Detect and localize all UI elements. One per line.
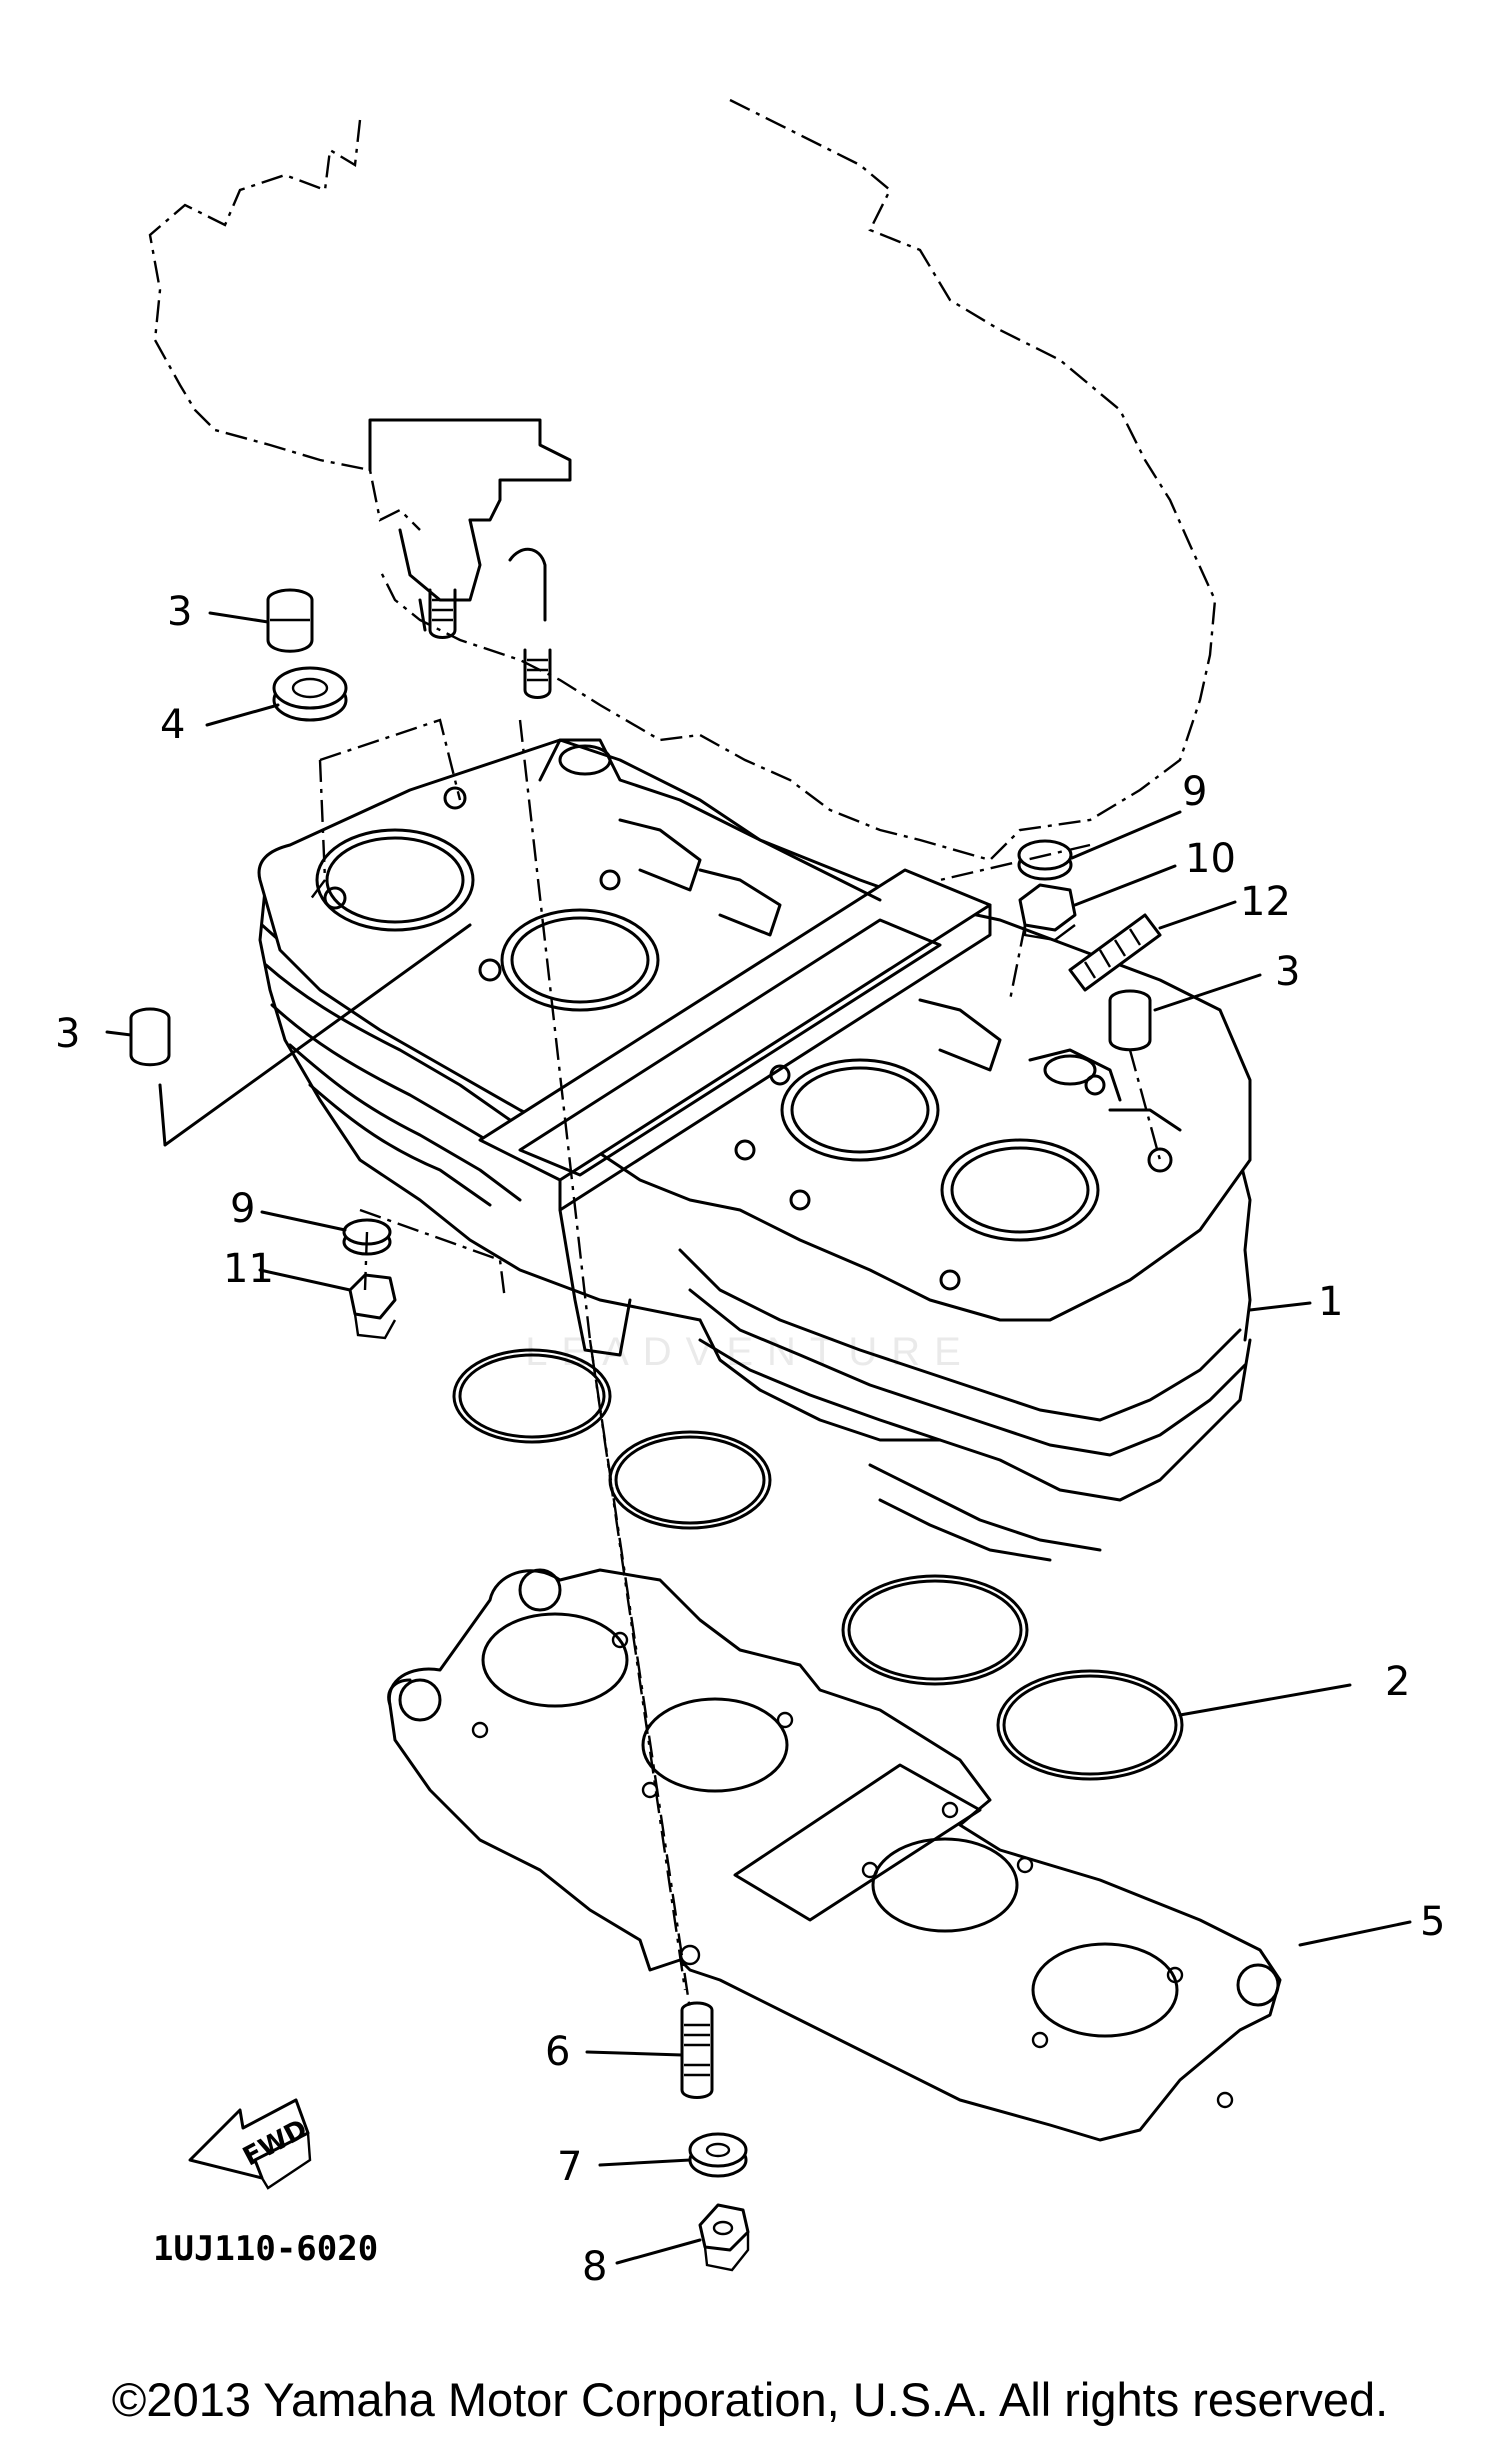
stud-part-6 [680, 2001, 714, 2099]
callout-11: 11 [223, 1246, 274, 1292]
base-gasket-part-5 [387, 1568, 1282, 2142]
callout-1: 1 [1318, 1279, 1343, 1325]
nut-part-11 [348, 1273, 397, 1340]
washer-part-4 [272, 666, 348, 722]
crankcase-outline [148, 98, 1217, 862]
callout-3-upper: 3 [167, 589, 192, 635]
copyright-notice: ©2013 Yamaha Motor Corporation, U.S.A. A… [111, 2373, 1389, 2426]
callout-3-right: 3 [1275, 949, 1300, 995]
callout-9-right: 9 [1182, 769, 1207, 815]
callout-6: 6 [545, 2029, 570, 2075]
callout-3-left: 3 [55, 1011, 80, 1057]
callout-9-left: 9 [230, 1186, 255, 1232]
upper-studs [428, 588, 552, 699]
callout-12: 12 [1240, 879, 1291, 925]
dowel-pin-part-3-upper [266, 588, 314, 653]
dowel-pin-part-3-left [129, 1007, 171, 1067]
cylinder-block-part-1 [257, 738, 1252, 1562]
o-rings-part-2 [452, 1348, 1184, 1781]
nut-part-8 [698, 2203, 750, 2272]
figure-code: 1UJ110-6020 [153, 2229, 378, 2269]
leader-lines [105, 611, 1412, 2265]
callout-2: 2 [1385, 1659, 1410, 1705]
forward-arrow-icon: FWD [188, 2098, 312, 2190]
callout-10: 10 [1185, 836, 1236, 882]
callout-5: 5 [1420, 1899, 1445, 1945]
assembly-lines [309, 718, 1162, 2011]
stud-part-12 [1068, 913, 1162, 992]
washer-part-7 [688, 2132, 748, 2178]
washer-part-9-right [1017, 839, 1073, 881]
callout-labels: 3 4 3 9 11 9 10 12 3 1 2 5 6 7 8 [55, 589, 1445, 2290]
callout-7: 7 [557, 2144, 582, 2190]
dowel-pin-part-3-right [1108, 989, 1152, 1052]
callout-4: 4 [160, 702, 185, 748]
callout-8: 8 [582, 2244, 607, 2290]
